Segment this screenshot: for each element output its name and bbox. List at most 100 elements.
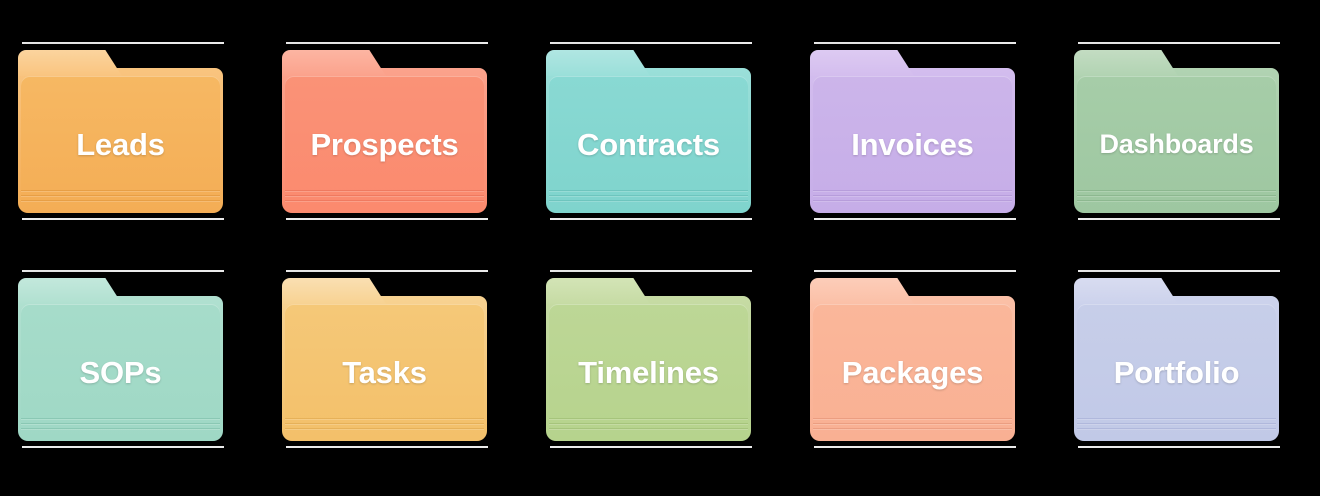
folder-icon[interactable]: Contracts <box>546 50 751 213</box>
folder-icon[interactable]: SOPs <box>18 278 223 441</box>
folder-cell: Tasks <box>264 264 528 492</box>
folder-icon[interactable]: Invoices <box>810 50 1015 213</box>
folder-separator-top <box>1078 42 1280 44</box>
folder-front-pocket <box>813 76 1012 213</box>
folder-crease-line <box>549 200 748 201</box>
folder-icon[interactable]: Prospects <box>282 50 487 213</box>
folder-crease-lines <box>285 185 484 207</box>
folder-crease-line <box>1077 200 1276 201</box>
folder-cell: SOPs <box>0 264 264 492</box>
folder-separator-bottom <box>550 218 752 220</box>
folder-tab <box>546 278 650 304</box>
folder-crease-line <box>1077 423 1276 424</box>
folder-separator-bottom <box>286 218 488 220</box>
folder-crease-lines <box>21 185 220 207</box>
folder-separator-top <box>22 270 224 272</box>
folder-crease-line <box>1077 190 1276 191</box>
folder-front-pocket <box>21 304 220 441</box>
folder-crease-line <box>1077 195 1276 196</box>
folder-cell: Timelines <box>528 264 792 492</box>
folder-crease-lines <box>21 413 220 435</box>
folder-separator-top <box>286 270 488 272</box>
folder-cell: Invoices <box>792 36 1056 264</box>
folder-crease-lines <box>549 413 748 435</box>
folder-tab <box>810 278 914 304</box>
folder-icon[interactable]: Packages <box>810 278 1015 441</box>
folder-separator-top <box>22 42 224 44</box>
folder-separator-bottom <box>814 446 1016 448</box>
folder-crease-line <box>549 195 748 196</box>
folder-crease-lines <box>813 185 1012 207</box>
folder-icon[interactable]: Dashboards <box>1074 50 1279 213</box>
folder-crease-line <box>285 200 484 201</box>
folder-crease-line <box>813 190 1012 191</box>
folder-crease-line <box>813 423 1012 424</box>
folder-tab <box>18 278 122 304</box>
folder-front-pocket <box>1077 304 1276 441</box>
folder-separator-top <box>550 42 752 44</box>
folder-tab <box>546 50 650 76</box>
folder-separator-bottom <box>1078 218 1280 220</box>
folder-separator-top <box>286 42 488 44</box>
folder-crease-line <box>21 418 220 419</box>
folder-crease-line <box>21 195 220 196</box>
folder-icon[interactable]: Leads <box>18 50 223 213</box>
folder-tab <box>1074 278 1178 304</box>
folder-tab <box>282 50 386 76</box>
folder-front-pocket <box>813 304 1012 441</box>
folder-icon[interactable]: Tasks <box>282 278 487 441</box>
folder-separator-top <box>1078 270 1280 272</box>
folder-cell: Prospects <box>264 36 528 264</box>
folder-crease-line <box>285 423 484 424</box>
folder-front-pocket <box>1077 76 1276 213</box>
folder-front-pocket <box>285 76 484 213</box>
folder-crease-line <box>813 195 1012 196</box>
folder-separator-bottom <box>1078 446 1280 448</box>
folder-separator-top <box>550 270 752 272</box>
folder-separator-bottom <box>286 446 488 448</box>
folder-crease-line <box>813 418 1012 419</box>
folder-crease-line <box>1077 418 1276 419</box>
folder-cell: Dashboards <box>1056 36 1320 264</box>
folder-crease-lines <box>285 413 484 435</box>
folder-crease-line <box>21 190 220 191</box>
folder-crease-line <box>1077 428 1276 429</box>
folder-tab <box>18 50 122 76</box>
folder-crease-lines <box>1077 185 1276 207</box>
folder-icon[interactable]: Timelines <box>546 278 751 441</box>
folder-crease-lines <box>813 413 1012 435</box>
folder-cell: Packages <box>792 264 1056 492</box>
folder-crease-line <box>21 423 220 424</box>
folder-crease-line <box>549 190 748 191</box>
folder-cell: Contracts <box>528 36 792 264</box>
folder-crease-line <box>21 428 220 429</box>
folder-front-pocket <box>21 76 220 213</box>
folder-front-pocket <box>549 304 748 441</box>
folder-separator-top <box>814 270 1016 272</box>
folder-crease-line <box>549 423 748 424</box>
folder-cell: Leads <box>0 36 264 264</box>
folder-crease-lines <box>1077 413 1276 435</box>
folder-separator-top <box>814 42 1016 44</box>
folder-crease-line <box>549 428 748 429</box>
folder-tab <box>810 50 914 76</box>
folder-crease-line <box>21 200 220 201</box>
folder-separator-bottom <box>22 218 224 220</box>
folder-icon[interactable]: Portfolio <box>1074 278 1279 441</box>
folder-front-pocket <box>549 76 748 213</box>
folder-tab <box>1074 50 1178 76</box>
folder-cell: Portfolio <box>1056 264 1320 492</box>
folder-separator-bottom <box>22 446 224 448</box>
folder-crease-line <box>285 195 484 196</box>
folder-crease-line <box>813 200 1012 201</box>
folder-crease-line <box>285 428 484 429</box>
folder-crease-lines <box>549 185 748 207</box>
folder-crease-line <box>285 190 484 191</box>
folder-crease-line <box>549 418 748 419</box>
folder-separator-bottom <box>814 218 1016 220</box>
folder-separator-bottom <box>550 446 752 448</box>
folder-tab <box>282 278 386 304</box>
folder-front-pocket <box>285 304 484 441</box>
